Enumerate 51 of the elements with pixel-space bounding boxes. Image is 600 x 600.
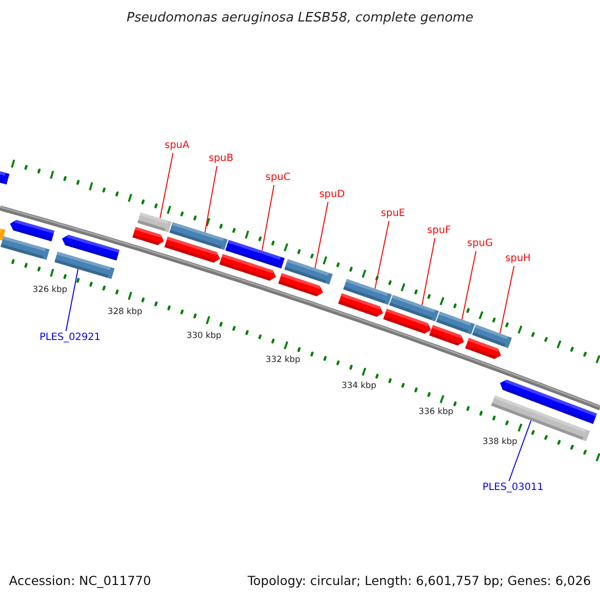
gene-feature: [500, 379, 597, 424]
title: Pseudomonas aeruginosa LESB58, complete genome: [126, 12, 474, 24]
gene-bar: [169, 222, 228, 250]
scale-label: 328 kbp: [108, 308, 142, 316]
gene-label: spuC: [266, 173, 290, 183]
gene-feature: [164, 236, 220, 263]
gene-label: PLES_03011: [482, 483, 544, 493]
leader-line: [374, 220, 390, 290]
scale-label: 334 kbp: [342, 382, 376, 390]
gene-feature: [429, 325, 464, 346]
gene-label: spuH: [505, 254, 531, 264]
leader-line: [508, 420, 532, 482]
gene-label: spuF: [427, 226, 451, 236]
scale-label: 338 kbp: [482, 438, 518, 446]
gene-bar: [137, 212, 172, 232]
footer-text: Topology: circular; Length: 6,601,757 bp; Genes: 6,026: [248, 574, 591, 588]
gene-feature: [219, 254, 276, 282]
leader-line: [204, 166, 218, 233]
gene-label: spuB: [208, 154, 234, 164]
gene-feature: [383, 308, 431, 334]
scale-label: 332 kbp: [266, 356, 300, 364]
leader-line: [462, 250, 476, 320]
gene-feature: [338, 293, 383, 318]
gene-feature: [62, 234, 120, 260]
gene-bar: [389, 294, 439, 322]
gene-bar: [0, 168, 10, 185]
footer-text: Accession: NC_011770: [9, 574, 152, 588]
leader-line: [500, 266, 514, 334]
gene-label: spuD: [319, 190, 345, 200]
leader-line: [314, 202, 328, 269]
gene-bar: [436, 312, 475, 334]
gene-feature: [278, 273, 323, 297]
gene-bar: [225, 240, 285, 269]
gene-label: spuG: [467, 239, 493, 249]
gene-label: spuA: [164, 141, 190, 151]
leader-line: [422, 238, 436, 306]
gene-bar: [343, 278, 392, 305]
gene-feature: [132, 226, 164, 246]
gene-bar: [54, 252, 115, 279]
gene-label: PLES_02921: [39, 333, 101, 343]
gene-bar: [0, 236, 50, 260]
scale-label: 326 kbp: [32, 286, 68, 294]
leader-line: [262, 184, 274, 252]
gene-feature: [465, 338, 501, 360]
scale-label: 336 kbp: [418, 408, 454, 416]
gene-label: spuE: [380, 209, 406, 219]
scale-label: 330 kbp: [186, 332, 222, 340]
gene-bar: [472, 324, 512, 348]
leader-line: [160, 152, 174, 219]
gene-bar: [284, 259, 333, 285]
gene-feature: [10, 220, 54, 242]
